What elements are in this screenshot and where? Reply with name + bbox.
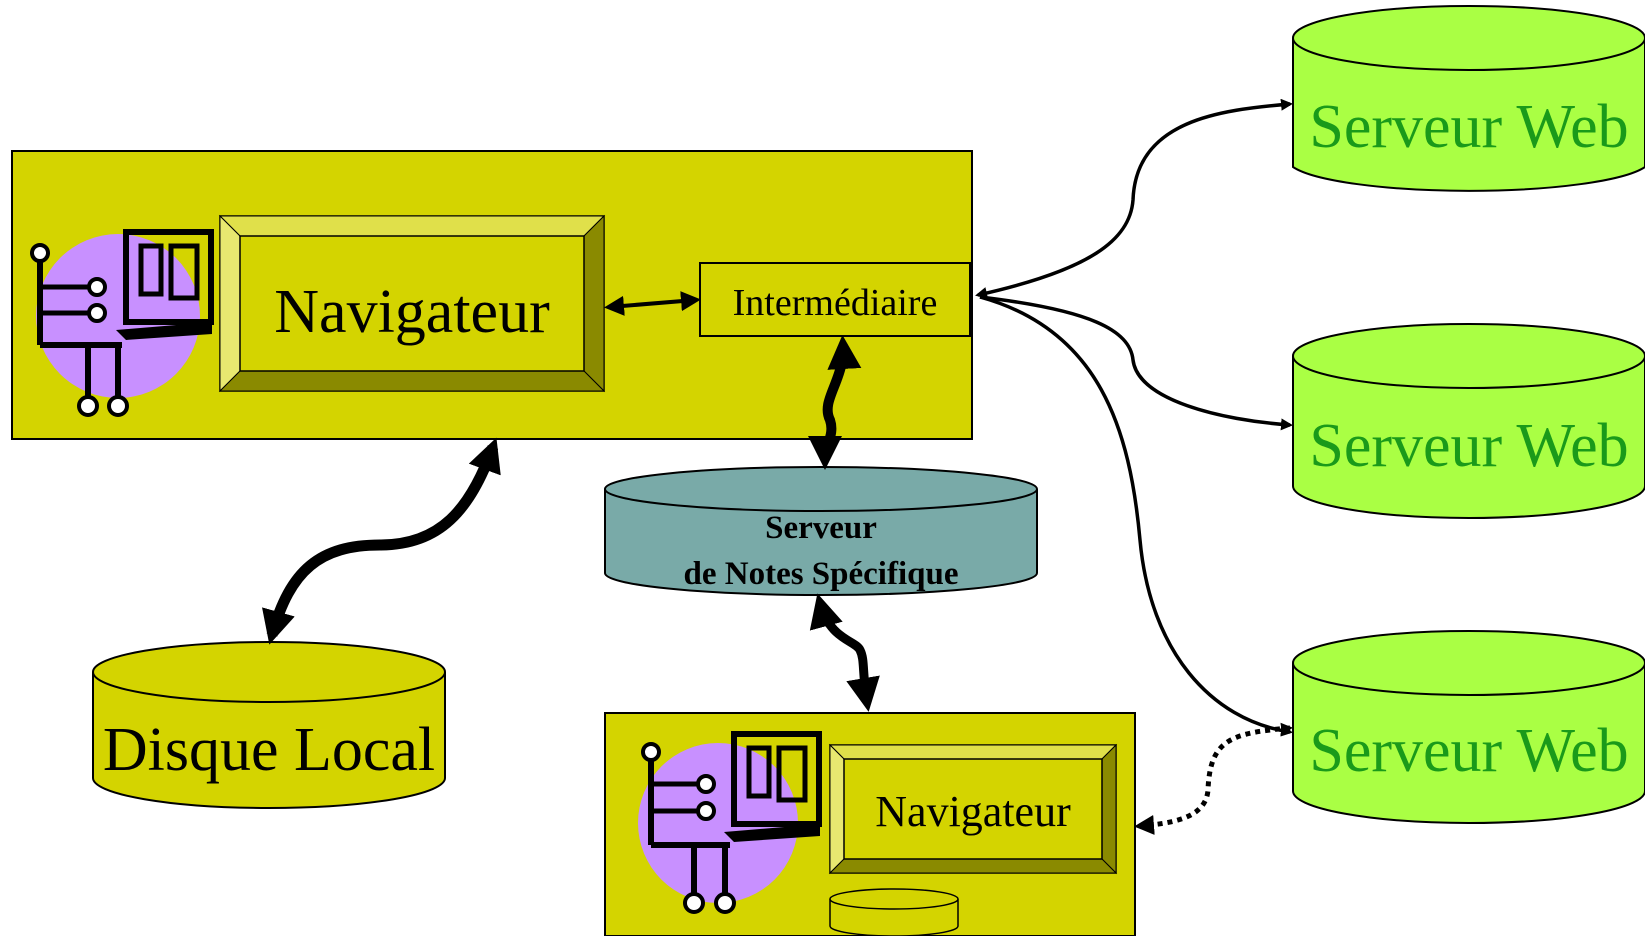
client-disk-arrow <box>262 437 501 645</box>
browser-button: Navigateur <box>828 743 1118 875</box>
small-disk-icon <box>829 888 959 936</box>
web-server-2: Serveur Web <box>1292 323 1645 519</box>
proxy-webserver-3-arrow <box>979 295 1293 737</box>
browser-label: Navigateur <box>274 278 550 346</box>
web-server-label: Serveur Web <box>1309 717 1628 785</box>
computer-user-icon <box>638 731 822 914</box>
local-disk-label: Disque Local <box>103 716 435 784</box>
proxy-box: Intermédiaire <box>699 262 971 337</box>
proxy-webserver-2-arrow <box>979 295 1293 431</box>
notes-server-label-line1: Serveur <box>765 510 877 546</box>
local-disk: Disque Local <box>92 641 446 809</box>
notes-server: Serveur de Notes Spécifique <box>604 466 1038 596</box>
proxy-webserver-1-arrow <box>975 98 1293 299</box>
second-client-box: Navigateur <box>604 712 1136 936</box>
proxy-notes-server-arrow <box>808 335 862 470</box>
web-server-1: Serveur Web <box>1292 5 1645 192</box>
notes-server-second-client-arrow <box>809 593 880 712</box>
notes-server-label-line2: de Notes Spécifique <box>684 556 959 592</box>
browser-button: Navigateur <box>218 214 606 393</box>
web-server-label: Serveur Web <box>1309 93 1628 161</box>
web-server-label: Serveur Web <box>1309 412 1628 480</box>
web-server-3: Serveur Web <box>1292 630 1645 824</box>
webserver-3-second-client-dotted-arrow <box>1134 722 1293 835</box>
computer-user-icon <box>30 229 214 417</box>
main-client-box: Navigateur Intermédiaire <box>11 150 973 440</box>
proxy-label: Intermédiaire <box>733 282 938 324</box>
browser-proxy-arrow <box>604 291 701 316</box>
browser-label: Navigateur <box>875 787 1071 836</box>
